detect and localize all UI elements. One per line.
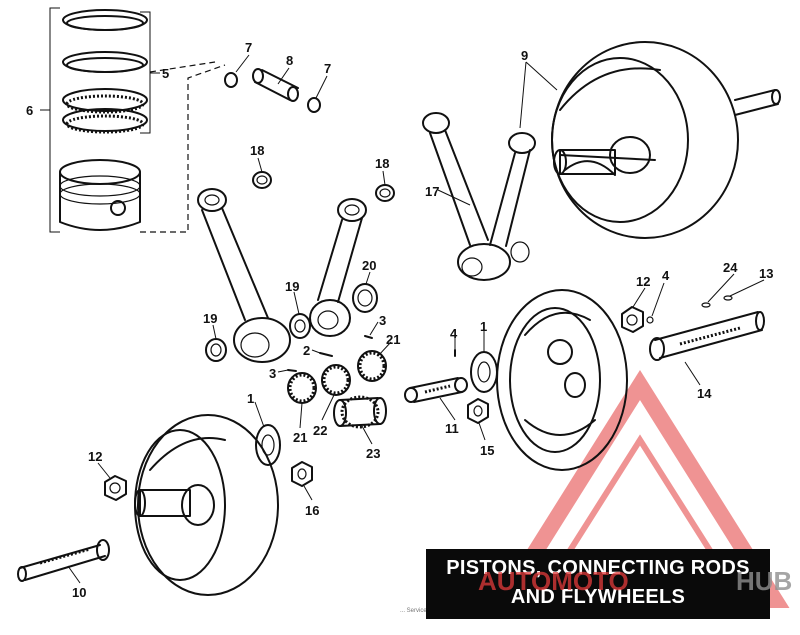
callout-numbers: 1 1 2 3 3 4 4 5 6 7 7 8 9 10 11 12 12 13…	[26, 40, 773, 600]
connecting-rod-left	[197, 188, 291, 363]
callout-brackets	[40, 7, 226, 233]
callout-3a: 3	[269, 366, 276, 381]
callout-4a: 4	[450, 326, 458, 341]
callout-9: 9	[521, 48, 528, 63]
left-washer-nut	[255, 424, 313, 487]
callout-20: 20	[362, 258, 376, 273]
flywheel-lower-right	[496, 289, 628, 471]
callout-14: 14	[697, 386, 712, 401]
callout-13: 13	[759, 266, 773, 281]
title-box: PISTONS, CONNECTING RODS AND FLYWHEELS	[426, 549, 770, 619]
left-shaft-assembly	[17, 475, 127, 582]
title-line-2: AND FLYWHEELS	[510, 586, 686, 608]
callout-22: 22	[313, 423, 327, 438]
flywheel-upper	[551, 41, 781, 239]
callout-18b: 18	[375, 156, 389, 171]
callout-21a: 21	[293, 430, 307, 445]
title-line-1: PISTONS, CONNECTING RODS	[446, 557, 750, 579]
right-shaft-assembly	[621, 295, 765, 361]
callout-12a: 12	[88, 449, 102, 464]
piston-rings	[62, 9, 148, 134]
wrist-pin-assembly	[224, 68, 321, 113]
callout-21b: 21	[386, 332, 400, 347]
callout-16: 16	[305, 503, 319, 518]
callout-12b: 12	[636, 274, 650, 289]
callout-1b: 1	[480, 319, 487, 334]
callout-10: 10	[72, 585, 86, 600]
callout-15: 15	[480, 443, 494, 458]
callout-4b: 4	[662, 268, 670, 283]
callout-6: 6	[26, 103, 33, 118]
callout-11: 11	[445, 421, 459, 436]
rod-washers	[205, 283, 378, 362]
callout-19a: 19	[203, 311, 217, 326]
callout-8: 8	[286, 53, 293, 68]
callout-7b: 7	[324, 61, 331, 76]
callout-7a: 7	[245, 40, 252, 55]
callout-2: 2	[303, 343, 310, 358]
connecting-rod-middle	[309, 198, 367, 337]
flywheel-lower-left	[134, 414, 279, 596]
callout-1a: 1	[247, 391, 254, 406]
rod-bushings	[252, 171, 395, 202]
piston	[59, 159, 141, 231]
leader-lines	[67, 54, 765, 584]
small-keys	[287, 335, 373, 372]
callout-5: 5	[162, 66, 169, 81]
callout-3b: 3	[379, 313, 386, 328]
copyright-text: ... Service, Inc.	[400, 608, 440, 614]
crankpin-assembly	[404, 349, 498, 424]
connecting-rod-pair	[422, 112, 536, 281]
callout-24: 24	[723, 260, 738, 275]
callout-18a: 18	[250, 143, 264, 158]
callout-19b: 19	[285, 279, 299, 294]
callout-17: 17	[425, 184, 439, 199]
roller-bearings	[287, 350, 387, 429]
callout-23: 23	[366, 446, 380, 461]
